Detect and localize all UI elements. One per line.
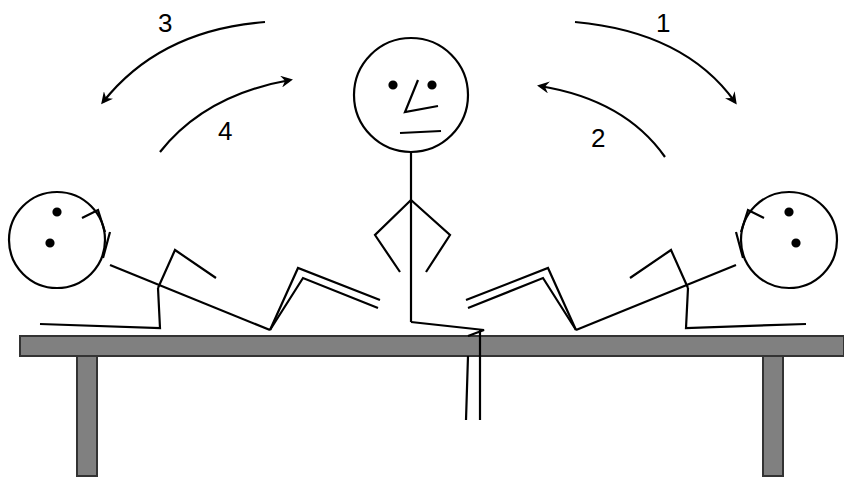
table-leg xyxy=(77,356,97,476)
sitting-figure xyxy=(354,38,484,420)
motion-arrows xyxy=(103,22,735,157)
lying-figure xyxy=(466,192,837,330)
callout-number: 4 xyxy=(218,118,232,144)
curved-arrow xyxy=(103,22,265,102)
table-leg xyxy=(763,356,783,476)
callout-number: 2 xyxy=(591,125,605,151)
curved-arrow xyxy=(575,22,735,102)
table-top xyxy=(20,336,844,356)
callout-number: 1 xyxy=(656,10,670,36)
curved-arrow xyxy=(160,80,290,152)
callout-number: 3 xyxy=(158,10,172,36)
lying-figure xyxy=(9,192,380,330)
curved-arrow xyxy=(540,86,665,157)
